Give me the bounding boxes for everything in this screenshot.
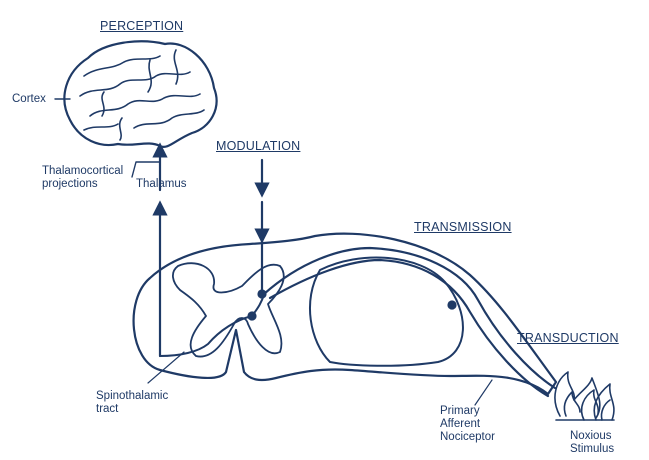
primary-afferent-line-2: Afferent [440, 418, 481, 430]
thalamocortical-line-2: projections [42, 178, 98, 190]
brain-icon [63, 40, 218, 148]
noxious-stimulus-line-1: Noxious [570, 430, 612, 442]
modulation-heading: MODULATION [216, 139, 301, 153]
transduction-heading: TRANSDUCTION [517, 331, 619, 345]
thalamocortical-line-1: Thalamocortical [42, 165, 124, 177]
perception-heading: PERCEPTION [100, 19, 184, 33]
thalamocortical-label: Thalamocortical projections [42, 165, 123, 191]
primary-afferent-line-3: Nociceptor [440, 431, 495, 443]
primary-afferent-line-1: Primary [440, 405, 480, 417]
spinothalamic-line-2: tract [96, 403, 119, 415]
flame-icon [554, 371, 615, 421]
thalamus-label: Thalamus [136, 178, 187, 190]
noxious-stimulus-line-2: Stimulus [570, 443, 615, 455]
primary-afferent-label: Primary Afferent Nociceptor [440, 405, 495, 444]
noxious-stimulus-label: Noxious Stimulus [570, 430, 614, 456]
spinothalamic-line-1: Spinothalamic [96, 390, 169, 402]
cortex-label: Cortex [12, 93, 46, 105]
spinothalamic-label: Spinothalamic tract [96, 390, 168, 416]
transmission-heading: TRANSMISSION [414, 220, 512, 234]
spinal-cord-cross-section [132, 232, 558, 396]
